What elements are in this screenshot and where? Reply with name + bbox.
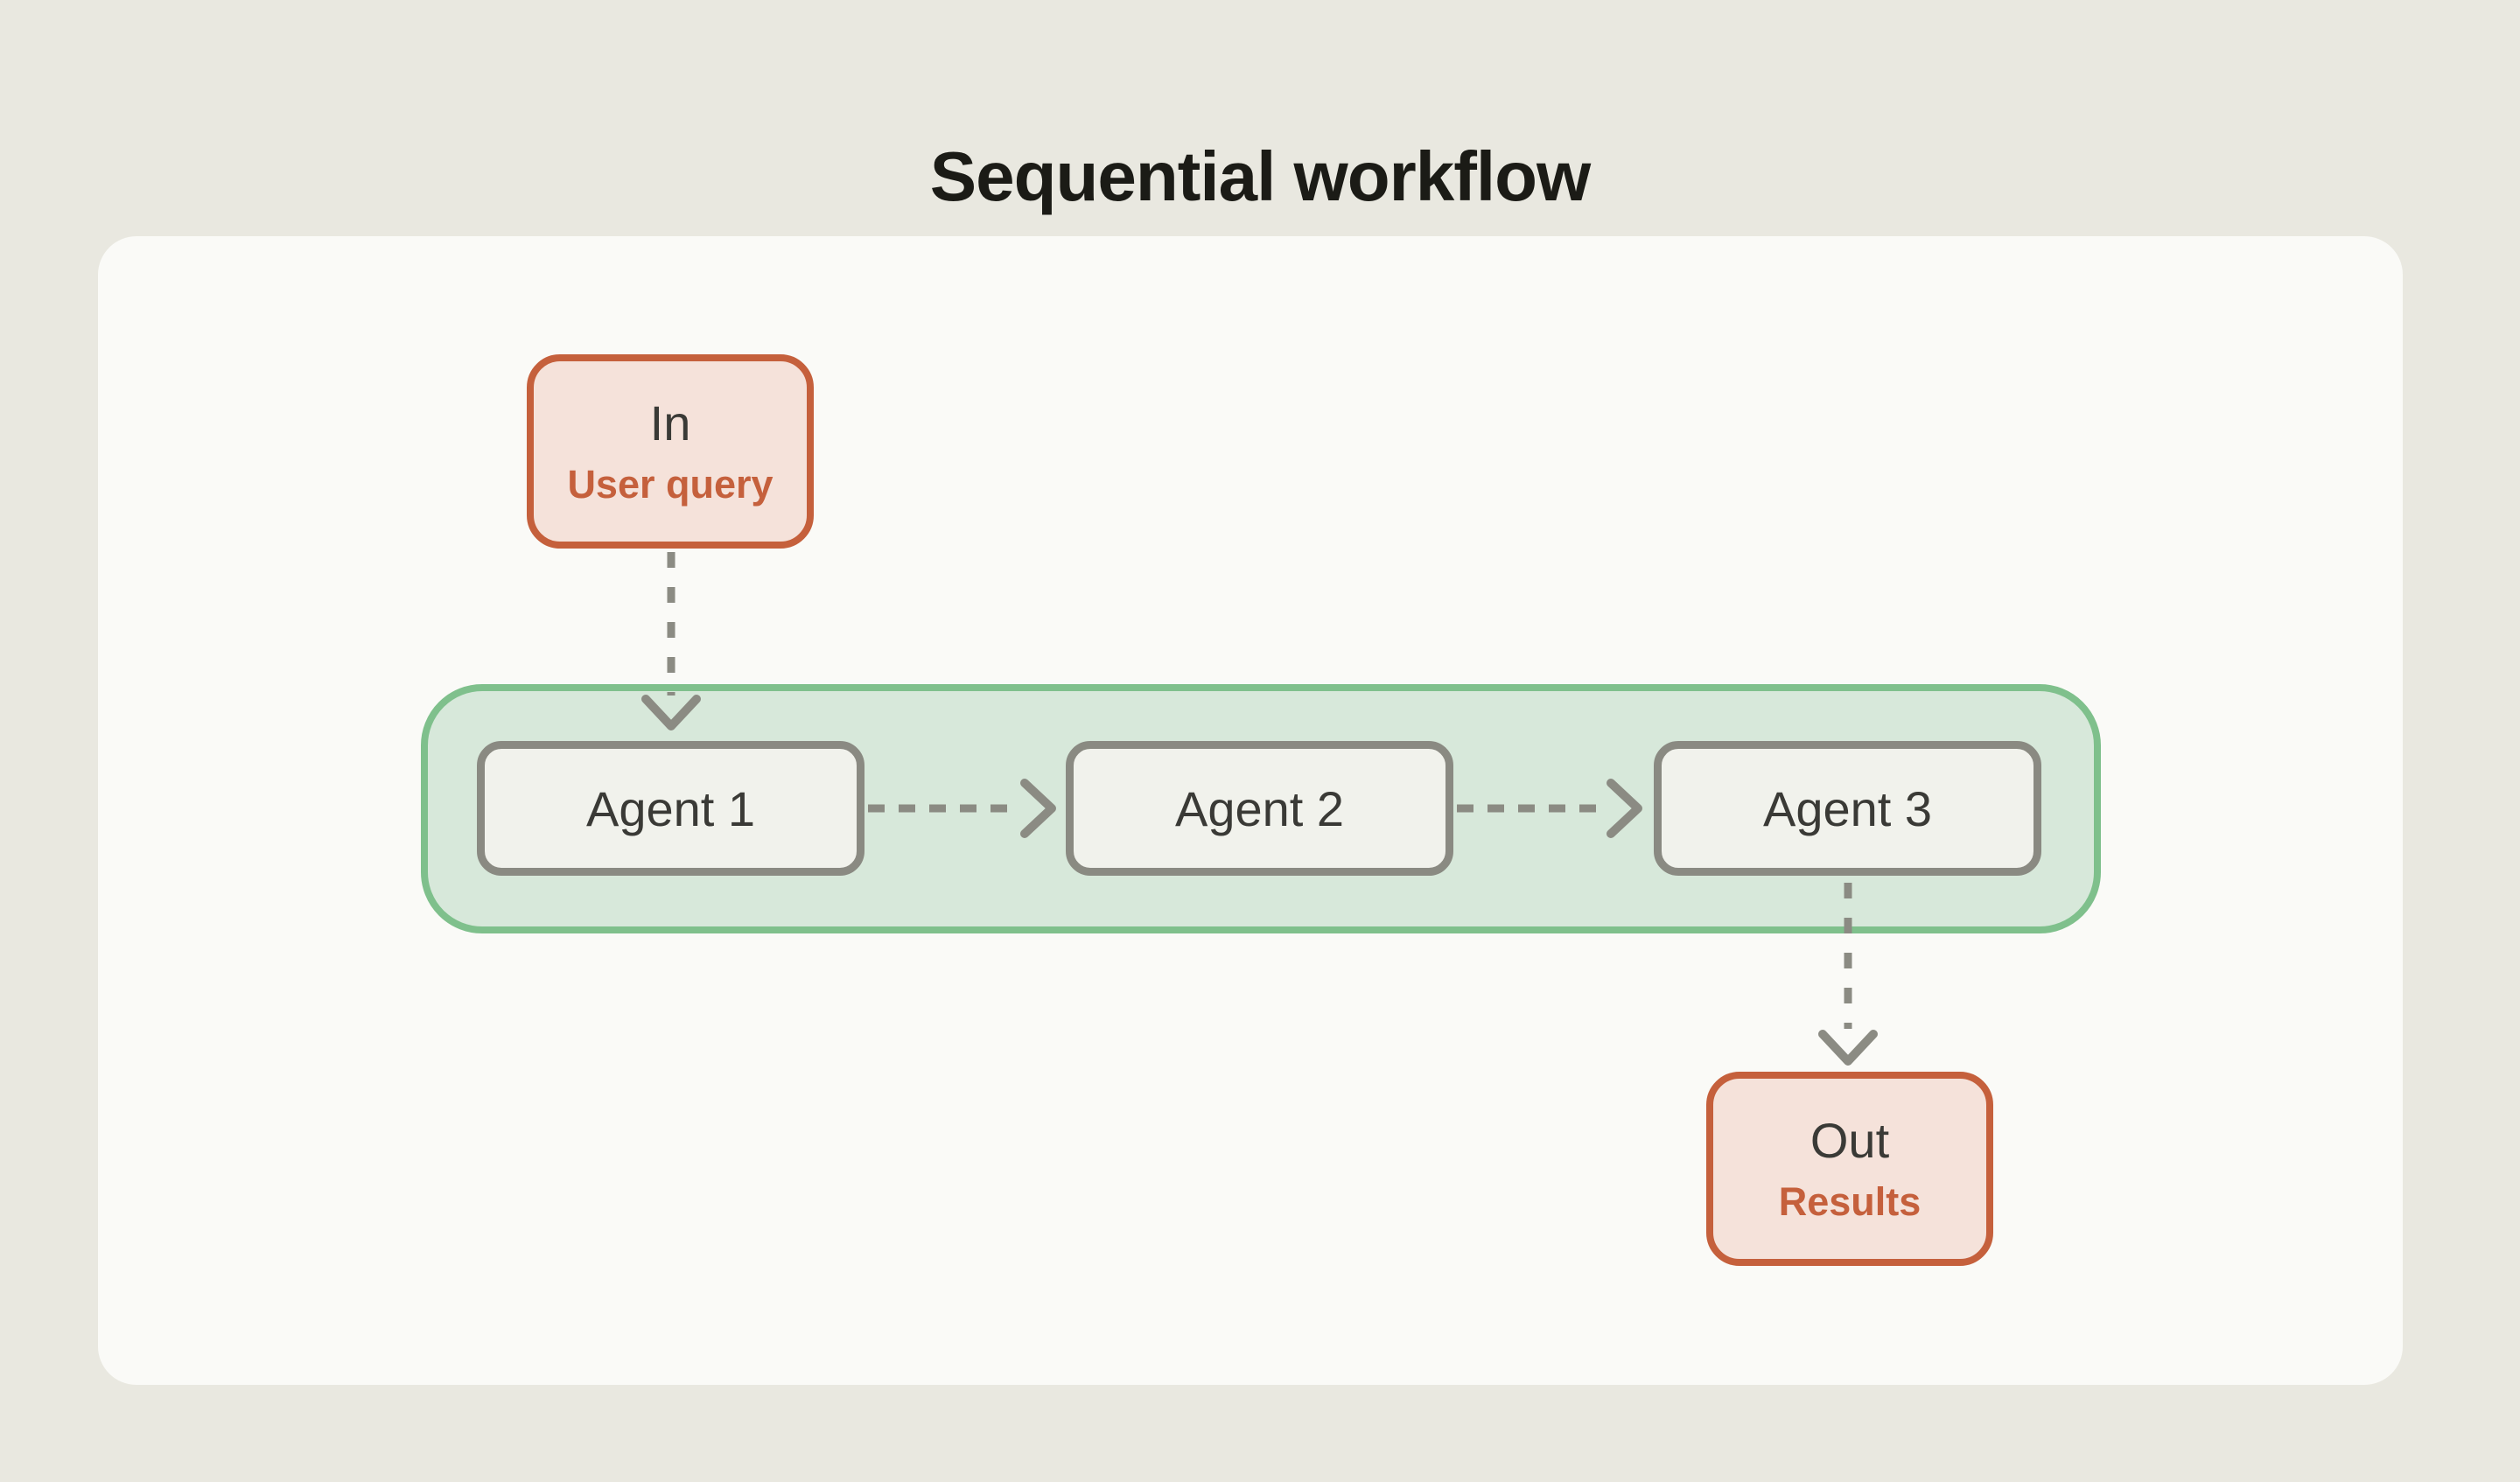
output-node-label: Out — [1810, 1113, 1890, 1169]
agent-3-node: Agent 3 — [1654, 741, 2041, 876]
agent-3-label: Agent 3 — [1762, 780, 1933, 836]
agent-1-node: Agent 1 — [477, 741, 864, 876]
output-node-sublabel: Results — [1778, 1179, 1922, 1225]
input-node-sublabel: User query — [567, 462, 774, 507]
agent-1-label: Agent 1 — [585, 780, 756, 836]
diagram-title: Sequential workflow — [929, 136, 1591, 215]
agent-2-node: Agent 2 — [1066, 741, 1453, 876]
input-node-label: In — [649, 395, 691, 451]
output-node: Out Results — [1706, 1072, 1993, 1266]
input-node: In User query — [527, 354, 814, 549]
agent-2-label: Agent 2 — [1174, 780, 1345, 836]
